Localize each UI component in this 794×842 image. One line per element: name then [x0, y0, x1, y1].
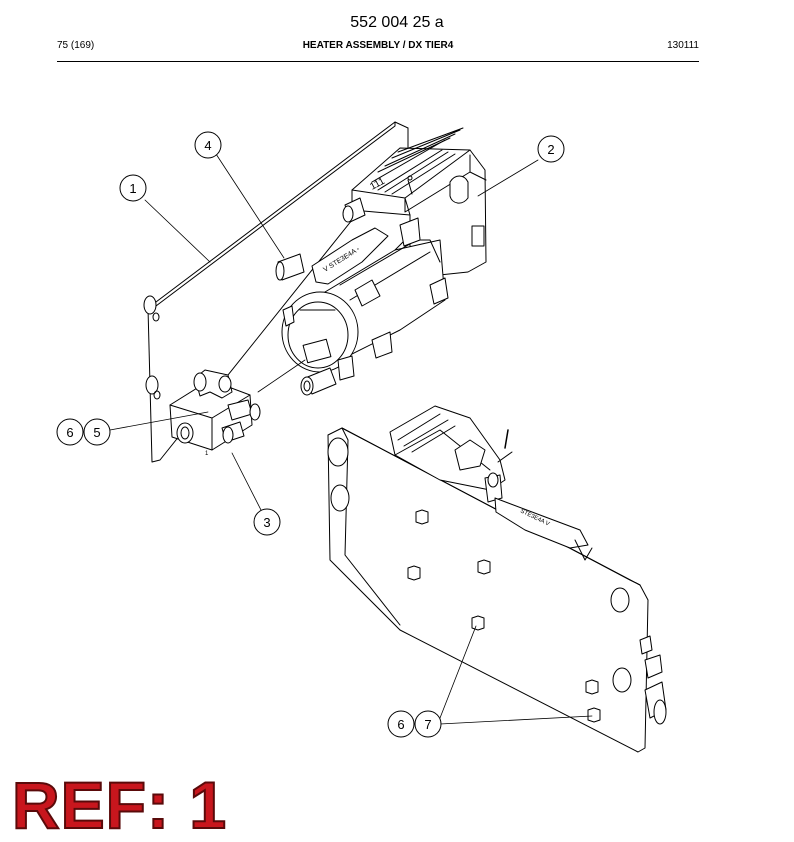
callout-label: 7	[424, 717, 431, 732]
callout-label: 6	[397, 717, 404, 732]
callout-label: 5	[93, 425, 100, 440]
callout-label: 1	[129, 181, 136, 196]
document-title: HEATER ASSEMBLY / DX TIER4	[302, 40, 454, 51]
document-date-code: 130111	[667, 40, 699, 51]
callout-7: 7	[414, 710, 442, 738]
leader-lines	[109, 153, 593, 725]
callout-2: 2	[537, 135, 565, 163]
reference-stamp: REF: 1	[11, 768, 228, 842]
page-reference: 75 (169)	[57, 40, 95, 51]
callout-4: 4	[194, 131, 222, 159]
callout-label: 2	[547, 142, 554, 157]
callout-6-upper: 6	[56, 418, 84, 446]
upper-heater-unit: 111 V STE3E4A ◦	[275, 127, 487, 396]
callout-1: 1	[119, 174, 147, 202]
callout-6-lower: 6	[387, 710, 415, 738]
valve-block: 1	[169, 369, 261, 457]
callout-5: 5	[83, 418, 111, 446]
header-divider	[57, 61, 699, 62]
lower-mounting-plate: STE3E4A V	[327, 405, 667, 753]
svg-text:1: 1	[205, 451, 209, 457]
callout-label: 3	[263, 515, 270, 530]
mounting-nuts	[407, 509, 601, 723]
callout-3: 3	[253, 508, 281, 536]
page-header: HEATER ASSEMBLY / DX TIER4 75 (169) 1301…	[57, 40, 699, 56]
document-number: 552 004 25 a	[350, 14, 444, 31]
callout-label: 6	[66, 425, 73, 440]
callout-label: 4	[204, 138, 211, 153]
